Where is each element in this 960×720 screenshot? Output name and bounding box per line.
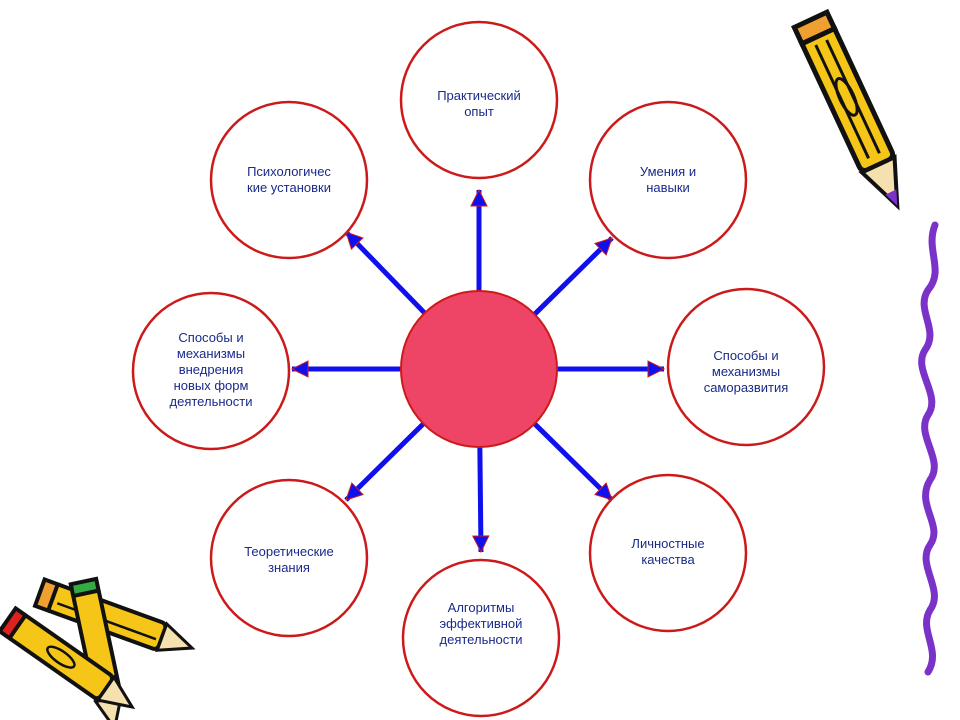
node-label-line: деятельности bbox=[170, 394, 253, 409]
center-circle bbox=[400, 290, 558, 448]
node-label-line: Теоретические bbox=[244, 544, 334, 559]
arrowhead-practical bbox=[470, 188, 488, 207]
node-circle bbox=[131, 291, 291, 451]
arrowhead-self-development bbox=[647, 360, 666, 378]
node-label-line: механизмы bbox=[177, 346, 245, 361]
purple-squiggle-border bbox=[918, 221, 939, 676]
node-label-line: Умения и bbox=[640, 164, 696, 179]
node-label-line: Алгоритмы bbox=[448, 600, 515, 615]
crossed-pencils-icon bbox=[0, 576, 196, 720]
node-label-line: Практический bbox=[437, 88, 521, 103]
arrowhead-theory bbox=[345, 482, 364, 501]
arrowhead-algorithms bbox=[472, 535, 490, 554]
node-label-line: навыки bbox=[646, 180, 690, 195]
arrowhead-skills bbox=[594, 237, 613, 256]
node-circle bbox=[588, 100, 748, 260]
node-label-line: Способы и bbox=[178, 330, 243, 345]
arrowhead-personal-qualities bbox=[594, 482, 613, 501]
node-label-line: эффективной bbox=[440, 616, 523, 631]
node-label-line: саморазвития bbox=[704, 380, 789, 395]
node-label-line: знания bbox=[268, 560, 310, 575]
node-label-line: опыт bbox=[464, 104, 494, 119]
node-circle bbox=[399, 20, 559, 180]
node-label-line: внедрения bbox=[179, 362, 244, 377]
node-circle bbox=[401, 558, 561, 718]
node-circle bbox=[209, 100, 369, 260]
node-label-line: Способы и bbox=[713, 348, 778, 363]
node-label-line: кие установки bbox=[247, 180, 331, 195]
node-label-line: механизмы bbox=[712, 364, 780, 379]
node-label-line: деятельности bbox=[440, 632, 523, 647]
pencil-icon bbox=[790, 8, 900, 211]
node-circle bbox=[666, 287, 826, 447]
arrowhead-psychological bbox=[345, 231, 364, 250]
arrowhead-new-forms bbox=[290, 360, 309, 378]
node-circle bbox=[209, 478, 369, 638]
node-label-line: качества bbox=[641, 552, 695, 567]
node-label-line: Личностные bbox=[631, 536, 704, 551]
node-circle bbox=[588, 473, 748, 633]
node-label-line: новых форм bbox=[174, 378, 249, 393]
node-label-line: Психологичес bbox=[247, 164, 331, 179]
